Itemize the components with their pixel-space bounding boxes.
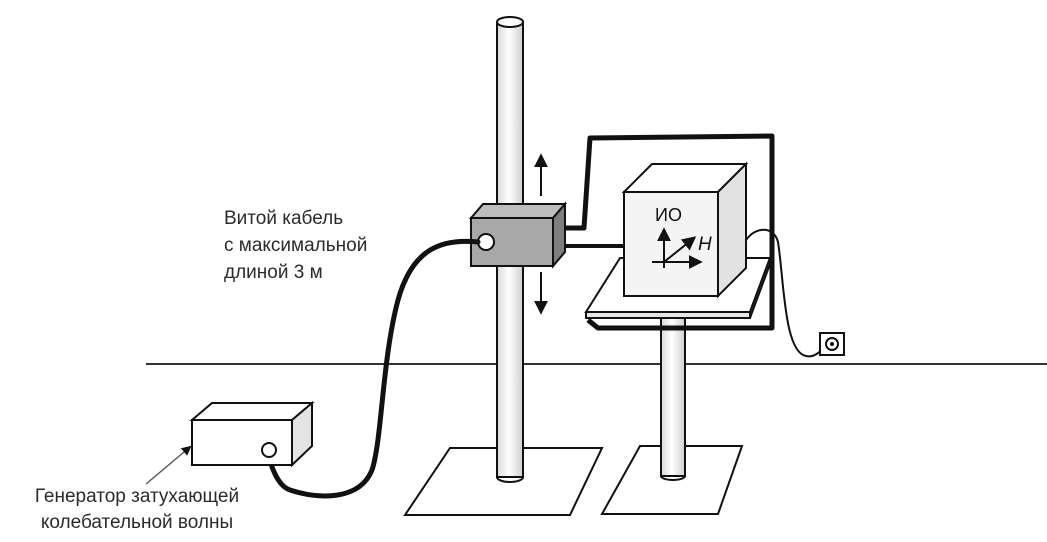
generator-label-line-1: Генератор затухающей xyxy=(35,486,239,507)
field-axes-icon xyxy=(652,227,703,269)
generator-output-connector xyxy=(261,442,277,458)
eut-power-cable xyxy=(745,228,829,358)
generator-pointer xyxy=(145,445,192,485)
pole-bottom xyxy=(496,476,524,483)
eut-cube xyxy=(621,161,749,299)
pole-top xyxy=(496,16,524,28)
coupling-clamp xyxy=(468,201,568,269)
coupling-loop-cable xyxy=(565,133,775,331)
cable-label-line-1: Витой кабель xyxy=(224,208,343,229)
generator-label-line-2: колебательной волны xyxy=(41,512,233,533)
wall-socket xyxy=(819,332,845,356)
generator-label: Генератор затухающей колебательной волны xyxy=(35,486,239,533)
table-leg xyxy=(660,312,686,477)
eut-label: ИО xyxy=(655,205,682,225)
cable-label-line-3: длиной 3 м xyxy=(224,262,323,283)
twisted-cable xyxy=(265,238,481,499)
cable-label-line-2: с максимальной xyxy=(224,235,367,256)
field-h-label: H xyxy=(698,234,712,255)
cable-label: Витой кабель с максимальной длиной 3 м xyxy=(224,208,367,283)
generator-box xyxy=(189,400,315,468)
